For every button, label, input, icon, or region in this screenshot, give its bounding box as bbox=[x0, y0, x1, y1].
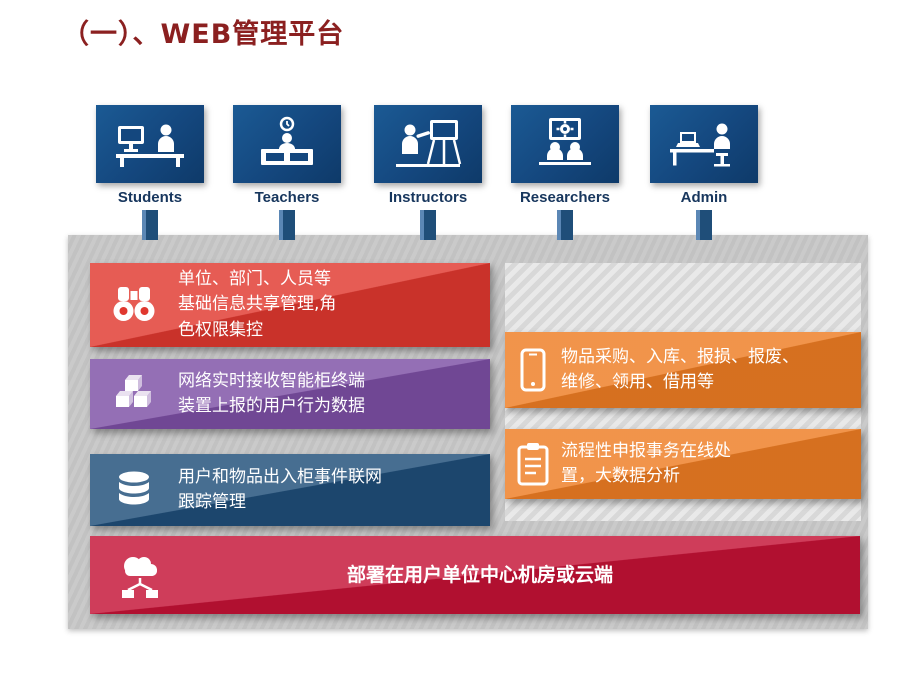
connector bbox=[420, 210, 436, 240]
instructor-whiteboard-icon bbox=[374, 105, 482, 183]
connector bbox=[557, 210, 573, 240]
admin-workstation-icon bbox=[650, 105, 758, 183]
feature-text: 用户和物品出入柜事件联网 跟踪管理 bbox=[178, 466, 382, 513]
feature-text: 网络实时接收智能柜终端 装置上报的用户行为数据 bbox=[178, 370, 365, 417]
feature-text: 单位、部门、人员等 基础信息共享管理,角 色权限集控 bbox=[178, 268, 337, 340]
feature-text: 流程性申报事务在线处 置，大数据分析 bbox=[561, 440, 731, 487]
cubes-icon bbox=[90, 372, 178, 416]
role-label: Admin bbox=[680, 189, 728, 206]
teacher-at-desk-icon bbox=[233, 105, 341, 183]
role-students: Students bbox=[80, 105, 220, 240]
feature-box-asset-lifecycle: 物品采购、入库、报损、报废、 维修、领用、借用等 bbox=[505, 332, 861, 408]
feature-box-basic-info: 单位、部门、人员等 基础信息共享管理,角 色权限集控 bbox=[90, 263, 490, 347]
clipboard-icon bbox=[505, 442, 561, 486]
connector bbox=[142, 210, 158, 240]
role-label: Researchers bbox=[519, 189, 611, 206]
role-researchers: Researchers bbox=[495, 105, 635, 240]
role-instructors: Instructors bbox=[358, 105, 498, 240]
feature-box-event-tracking: 用户和物品出入柜事件联网 跟踪管理 bbox=[90, 454, 490, 526]
role-label: Teachers bbox=[254, 189, 320, 206]
feature-box-terminal-data: 网络实时接收智能柜终端 装置上报的用户行为数据 bbox=[90, 359, 490, 429]
cloud-network-icon bbox=[90, 550, 190, 600]
binoculars-icon bbox=[90, 283, 178, 327]
smartphone-icon bbox=[505, 348, 561, 392]
feature-text: 物品采购、入库、报损、报废、 维修、领用、借用等 bbox=[561, 346, 799, 393]
role-label: Students bbox=[117, 189, 183, 206]
platform-panel: 单位、部门、人员等 基础信息共享管理,角 色权限集控 bbox=[68, 235, 868, 629]
feature-box-online-approval: 流程性申报事务在线处 置，大数据分析 bbox=[505, 429, 861, 499]
student-at-computer-icon bbox=[96, 105, 204, 183]
researchers-screen-icon bbox=[511, 105, 619, 183]
feature-text: 部署在用户单位中心机房或云端 bbox=[346, 563, 613, 586]
connector bbox=[696, 210, 712, 240]
connector bbox=[279, 210, 295, 240]
feature-box-deployment: 部署在用户单位中心机房或云端 bbox=[90, 536, 860, 614]
role-label: Instructors bbox=[388, 189, 468, 206]
role-admin: Admin bbox=[634, 105, 774, 240]
page-title: （一）、WEB管理平台 bbox=[62, 19, 345, 50]
database-icon bbox=[90, 468, 178, 512]
role-teachers: Teachers bbox=[217, 105, 357, 240]
